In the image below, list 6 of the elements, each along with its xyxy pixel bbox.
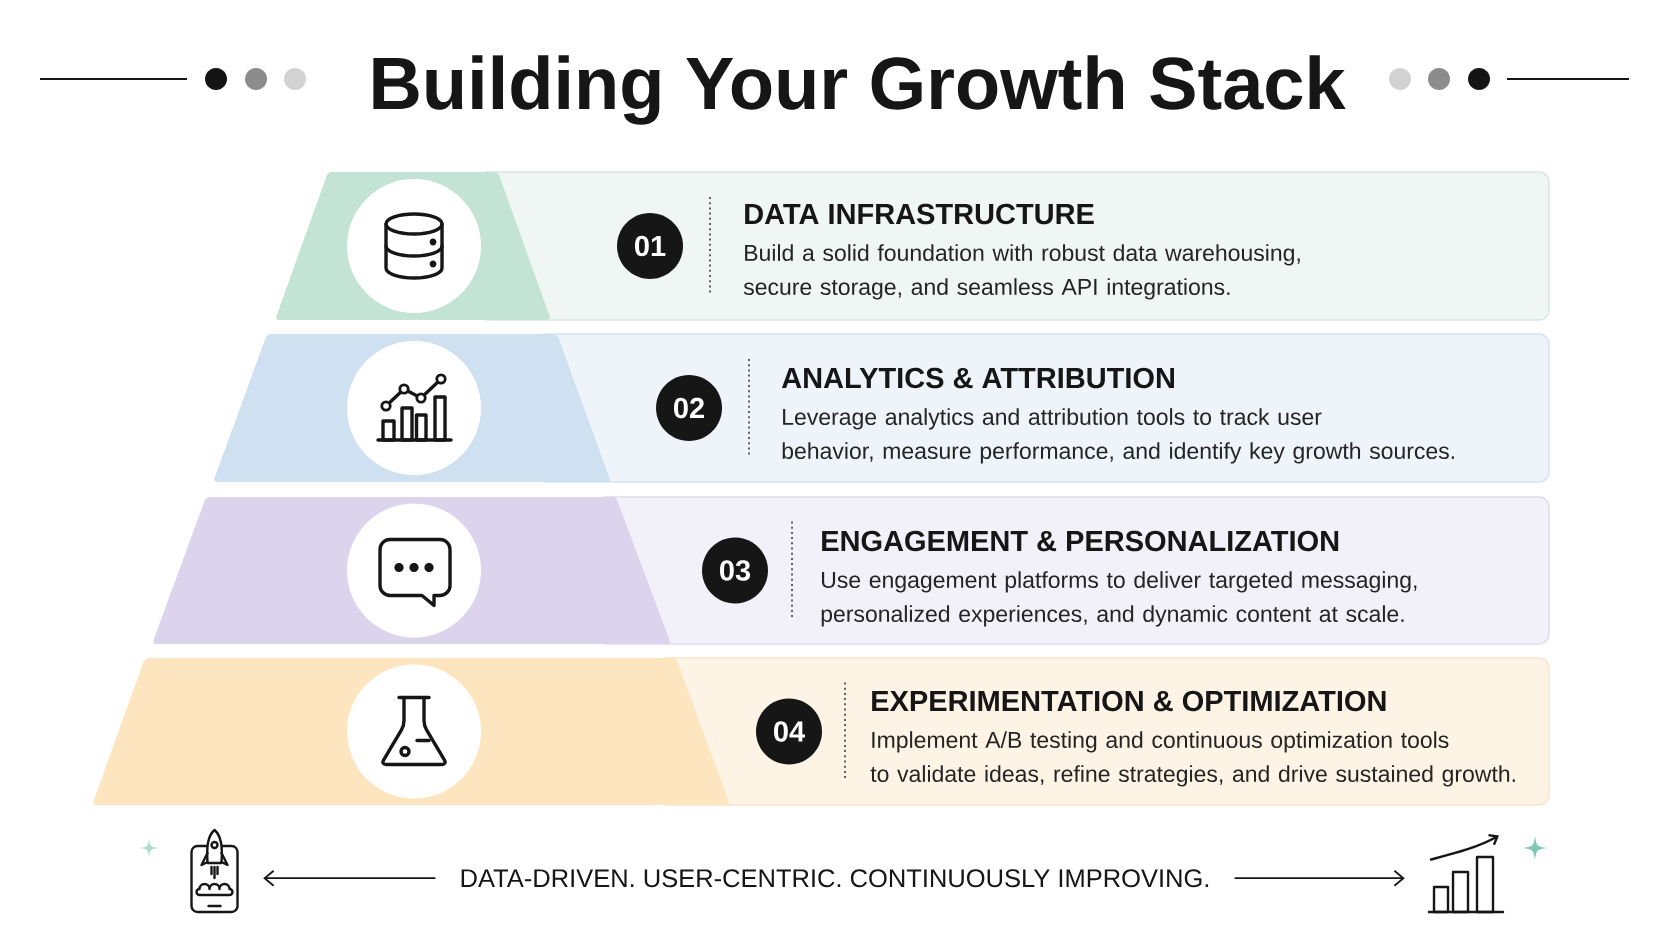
title: Building Your Growth Stack <box>373 55 1346 125</box>
growth-chart-icon <box>1427 833 1505 914</box>
tagline: DATA-DRIVEN. USER-CENTRIC. CONTINUOUSLY IMPROVING. <box>461 869 1209 888</box>
rocket-icon <box>190 828 239 914</box>
arrow <box>1233 869 1405 887</box>
arrow <box>263 869 437 887</box>
